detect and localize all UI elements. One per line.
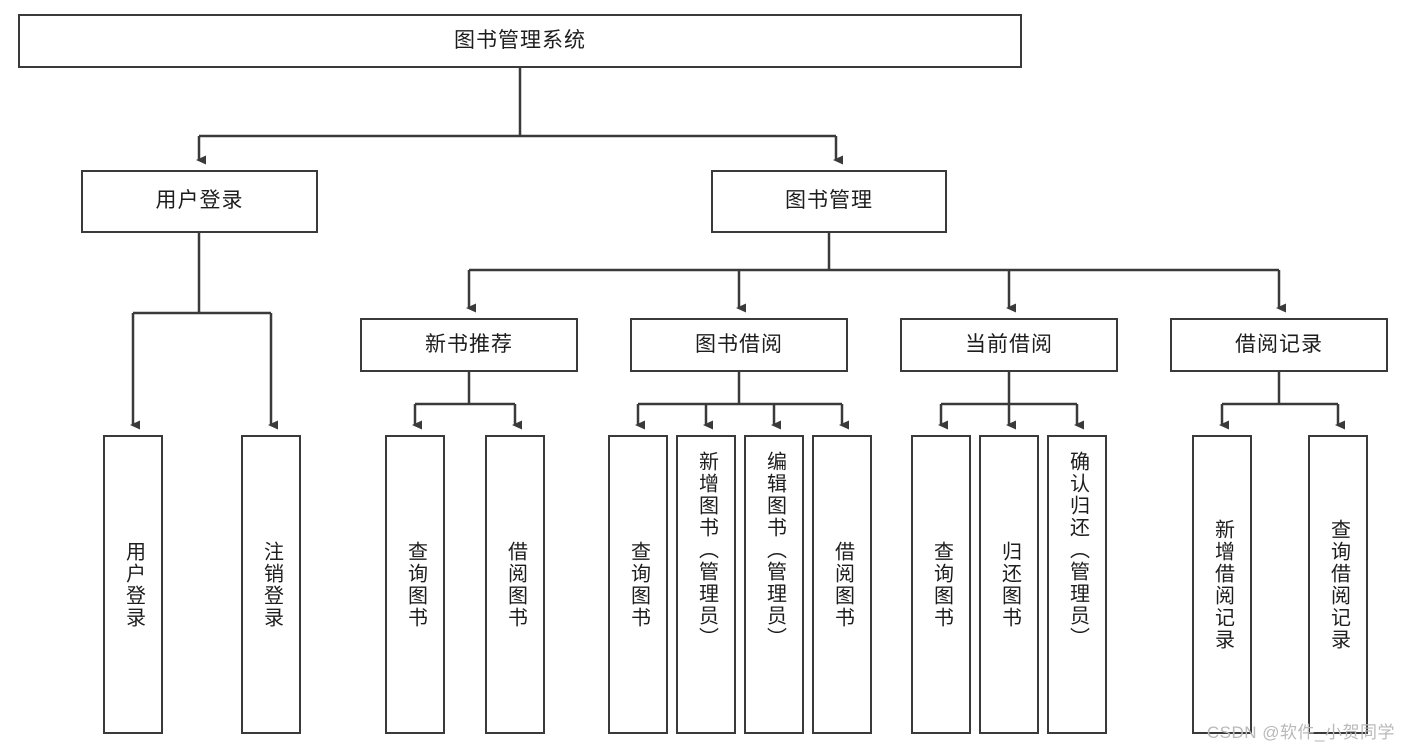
node-root[interactable]: 图书管理系统	[18, 14, 1022, 68]
node-leaf-label: 借阅图书	[504, 540, 527, 629]
node-book-borrow-label: 图书借阅	[695, 332, 783, 356]
node-user-login-label: 用户登录	[155, 189, 244, 213]
node-leaf-current-confirm-return[interactable]: 确认归还（管理员）	[1047, 435, 1107, 734]
node-leaf-user-login-logout[interactable]: 注销登录	[241, 435, 301, 734]
node-leaf-borrow-do[interactable]: 借阅图书	[812, 435, 872, 734]
node-root-label: 图书管理系统	[454, 28, 586, 52]
node-new-book-recommend[interactable]: 新书推荐	[360, 318, 578, 372]
node-borrow-records[interactable]: 借阅记录	[1170, 318, 1388, 372]
node-leaf-current-query[interactable]: 查询图书	[911, 435, 971, 734]
node-book-borrow[interactable]: 图书借阅	[630, 318, 848, 372]
node-leaf-label: 确认归还（管理员）	[1066, 451, 1089, 649]
node-leaf-current-return[interactable]: 归还图书	[979, 435, 1039, 734]
node-user-login[interactable]: 用户登录	[81, 170, 318, 233]
watermark: CSDN @软件_小贺同学	[1206, 723, 1395, 742]
node-leaf-label: 查询图书	[404, 540, 427, 629]
node-leaf-label: 编辑图书（管理员）	[763, 451, 786, 649]
node-leaf-label: 新增图书（管理员）	[695, 451, 718, 649]
node-leaf-label: 注销登录	[260, 540, 283, 629]
node-leaf-label: 借阅图书	[831, 540, 854, 629]
node-leaf-label: 新增借阅记录	[1211, 518, 1234, 651]
node-leaf-records-query[interactable]: 查询借阅记录	[1308, 435, 1368, 734]
node-current-borrow-label: 当前借阅	[965, 332, 1053, 356]
node-leaf-label: 查询借阅记录	[1327, 518, 1350, 651]
node-leaf-user-login-login[interactable]: 用户登录	[103, 435, 163, 734]
node-leaf-borrow-edit[interactable]: 编辑图书（管理员）	[744, 435, 804, 734]
node-leaf-label: 用户登录	[122, 540, 145, 629]
node-leaf-records-add[interactable]: 新增借阅记录	[1192, 435, 1252, 734]
node-leaf-label: 归还图书	[998, 540, 1021, 629]
node-leaf-label: 查询图书	[627, 540, 650, 629]
node-new-book-recommend-label: 新书推荐	[425, 332, 513, 356]
node-leaf-label: 查询图书	[930, 540, 953, 629]
node-current-borrow[interactable]: 当前借阅	[900, 318, 1118, 372]
node-book-manage[interactable]: 图书管理	[711, 170, 947, 233]
node-leaf-borrow-query[interactable]: 查询图书	[608, 435, 668, 734]
node-leaf-newbook-borrow[interactable]: 借阅图书	[485, 435, 545, 734]
node-borrow-records-label: 借阅记录	[1235, 332, 1323, 356]
node-book-manage-label: 图书管理	[785, 189, 873, 213]
node-leaf-newbook-query[interactable]: 查询图书	[385, 435, 445, 734]
node-leaf-borrow-add[interactable]: 新增图书（管理员）	[676, 435, 736, 734]
